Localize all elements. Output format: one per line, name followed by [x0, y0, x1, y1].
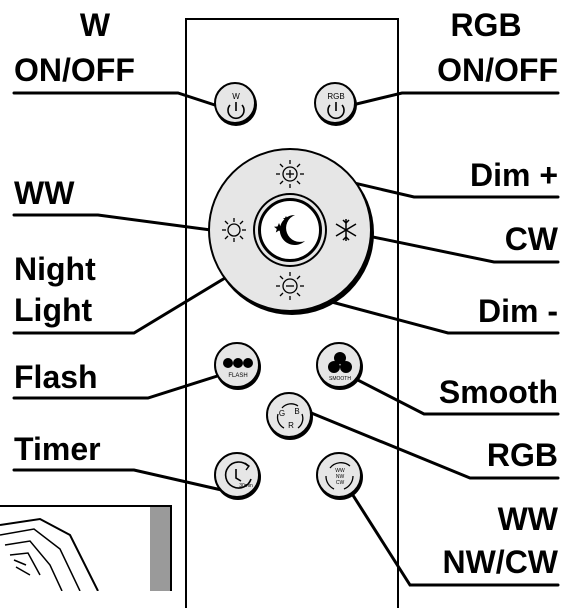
- sun-icon[interactable]: [222, 218, 246, 242]
- ww-nw-cw-label-1: WW: [497, 501, 558, 537]
- cycle-arrows-icon: G B R: [276, 403, 304, 430]
- w-on-off-label-1: W: [79, 7, 111, 43]
- dim-plus-label: Dim +: [469, 157, 558, 193]
- remote-diagram: W ON/OFF RGB ON/OFF Dim + WW CW Night Li…: [0, 7, 560, 608]
- rgb-on-off-label-1: RGB: [450, 7, 522, 43]
- moon-stars-icon: [274, 214, 305, 245]
- cw-leader: [342, 229, 560, 264]
- device-photo-inset: [0, 505, 172, 591]
- svg-text:B: B: [294, 407, 299, 416]
- three-dots-icon: FLASH: [223, 358, 253, 379]
- svg-text:30min: 30min: [239, 483, 253, 489]
- cycle-arrows-icon: WW NW CW: [325, 462, 354, 490]
- smooth-leader: [346, 373, 560, 416]
- clock-icon: 30min: [224, 461, 253, 489]
- timer-button[interactable]: 30min: [214, 452, 260, 498]
- dim-minus-label: Dim -: [478, 293, 558, 329]
- sun-plus-icon[interactable]: [276, 160, 304, 188]
- ww-label: WW: [14, 175, 75, 211]
- flash-label: Flash: [14, 359, 98, 395]
- night-light-label-2: Light: [14, 292, 93, 328]
- w-on-off-leader: [12, 91, 226, 110]
- w-power-button[interactable]: W: [214, 82, 256, 124]
- timer-leader: [12, 468, 228, 493]
- rgb-leader: [302, 408, 560, 480]
- control-ring: [208, 148, 372, 312]
- dim-minus-leader: [296, 291, 560, 335]
- svg-text:G: G: [279, 409, 285, 418]
- color-temp-button[interactable]: WW NW CW: [316, 452, 362, 498]
- svg-text:R: R: [288, 421, 294, 430]
- rgb-on-off-leader: [338, 91, 560, 110]
- smooth-label: Smooth: [438, 374, 558, 410]
- timer-label: Timer: [14, 431, 101, 467]
- flash-leader: [12, 370, 232, 400]
- ww-nw-cw-label-2: NW/CW: [442, 544, 558, 580]
- smooth-button[interactable]: SMOOTH: [316, 342, 362, 388]
- rgb-on-off-label-2: ON/OFF: [437, 52, 558, 88]
- power-icon: W: [227, 92, 245, 120]
- svg-text:RGB: RGB: [327, 92, 344, 101]
- power-icon: RGB: [327, 92, 345, 120]
- rgb-label: RGB: [486, 437, 558, 473]
- rgb-cycle-button[interactable]: G B R: [266, 392, 312, 438]
- ww-leader: [12, 213, 228, 234]
- svg-text:SMOOTH: SMOOTH: [329, 376, 351, 382]
- cw-label: CW: [504, 221, 558, 257]
- leader-lines: [12, 91, 560, 587]
- svg-text:W: W: [232, 92, 240, 101]
- night-light-label-1: Night: [14, 251, 96, 287]
- rgb-power-button[interactable]: RGB: [314, 82, 356, 124]
- snowflake-icon[interactable]: [335, 219, 357, 241]
- three-circles-icon: SMOOTH: [328, 352, 352, 382]
- w-on-off-label-2: ON/OFF: [14, 52, 135, 88]
- svg-text:CW: CW: [336, 480, 345, 486]
- svg-text:WW: WW: [335, 468, 345, 474]
- flash-button[interactable]: FLASH: [214, 342, 260, 388]
- color-temp-leader: [340, 476, 560, 587]
- svg-text:NW: NW: [336, 474, 345, 480]
- night-light-button[interactable]: [258, 198, 322, 262]
- svg-text:FLASH: FLASH: [228, 373, 247, 379]
- sun-minus-icon[interactable]: [276, 272, 304, 300]
